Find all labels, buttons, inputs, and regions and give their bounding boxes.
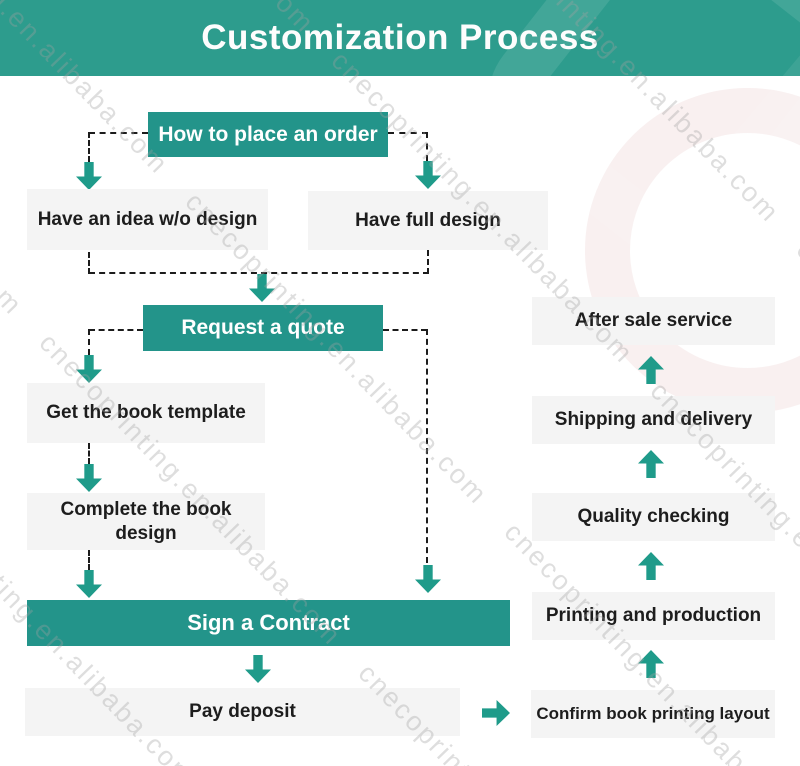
dashed-connector xyxy=(388,132,428,134)
arrow-up-icon xyxy=(638,650,664,678)
node-after-sale-service: After sale service xyxy=(532,297,775,345)
dashed-connector xyxy=(89,329,143,331)
node-pay-deposit: Pay deposit xyxy=(25,688,460,736)
arrow-up-icon xyxy=(638,450,664,478)
node-printing-and-production: Printing and production xyxy=(532,592,775,640)
node-complete-book-design: Complete the book design xyxy=(27,493,265,550)
node-have-full-design: Have full design xyxy=(308,191,548,250)
dashed-connector xyxy=(88,550,90,570)
node-quality-checking: Quality checking xyxy=(532,493,775,541)
dashed-connector xyxy=(88,132,90,162)
node-how-to-place-order: How to place an order xyxy=(148,112,388,157)
dashed-connector xyxy=(426,132,428,161)
header-banner: Customization Process xyxy=(0,0,800,303)
arrow-down-icon xyxy=(249,274,275,302)
dashed-connector xyxy=(383,329,427,331)
node-sign-a-contract: Sign a Contract xyxy=(27,600,510,646)
dashed-connector xyxy=(427,250,429,274)
dashed-connector xyxy=(88,443,90,464)
dashed-connector xyxy=(89,132,148,134)
arrow-up-icon xyxy=(638,552,664,580)
arrow-down-icon xyxy=(76,162,102,190)
dashed-connector xyxy=(88,252,90,274)
arrow-right-icon xyxy=(482,700,510,726)
node-have-idea-wo-design: Have an idea w/o design xyxy=(27,189,268,250)
arrow-down-icon xyxy=(76,464,102,492)
node-confirm-book-printing-layout: Confirm book printing layout xyxy=(531,690,775,738)
node-shipping-and-delivery: Shipping and delivery xyxy=(532,396,775,444)
arrow-down-icon xyxy=(415,161,441,189)
dashed-connector xyxy=(88,329,90,355)
node-get-book-template: Get the book template xyxy=(27,383,265,443)
page-title: Customization Process xyxy=(201,18,599,57)
dashed-connector xyxy=(89,272,429,274)
dashed-connector xyxy=(426,329,428,563)
arrow-down-icon xyxy=(76,355,102,383)
node-request-a-quote: Request a quote xyxy=(143,305,383,351)
arrow-down-icon xyxy=(245,655,271,683)
arrow-down-icon xyxy=(415,565,441,593)
arrow-down-icon xyxy=(76,570,102,598)
